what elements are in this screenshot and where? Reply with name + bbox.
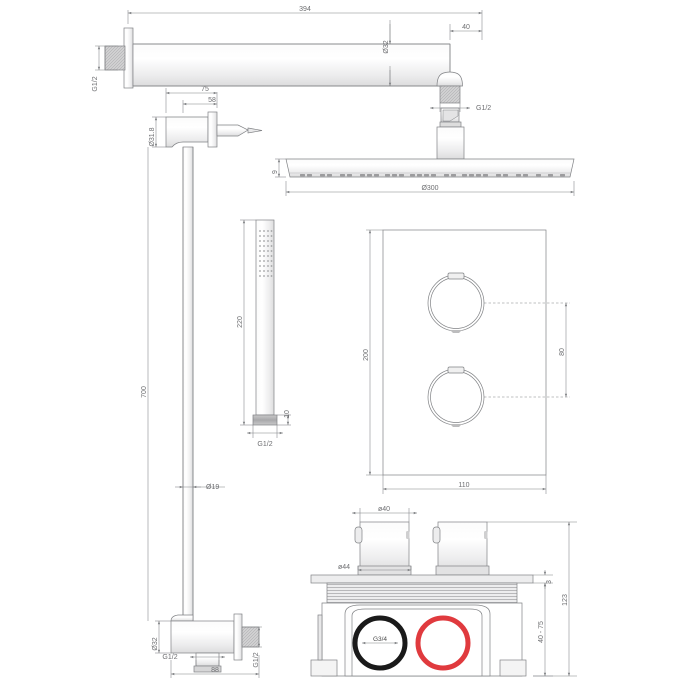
trim-plate-view — [382, 229, 547, 476]
bottom-elbow-flange — [233, 613, 243, 661]
dim-valve-height: 123 — [562, 594, 569, 606]
valve-side-rib — [317, 614, 323, 661]
valve-spindle-left — [359, 521, 410, 573]
dim-knob-spacing: 80 — [559, 348, 566, 356]
trim-plate-body — [382, 229, 547, 476]
shower-head-view — [285, 158, 575, 178]
bottom-elbow-view — [170, 613, 260, 673]
bottom-elbow-outlet-ring — [193, 665, 222, 673]
arm-tube — [132, 43, 451, 87]
bottom-elbow-outlet — [195, 652, 220, 667]
valve-ribbed-section — [326, 582, 518, 604]
hand-shower-view — [252, 219, 278, 426]
dim-inlet-thread: G3/4 — [373, 636, 387, 643]
hand-shower-face — [259, 230, 273, 277]
inlet-port-cold — [352, 615, 408, 671]
arm-connector-ring — [439, 121, 462, 128]
hand-shower-handle — [255, 219, 275, 416]
dim-collar-dia: ø44 — [338, 564, 350, 571]
dim-bottom-outlet-thread: G1/2 — [162, 654, 177, 661]
dim-plate-thickness: 3 — [546, 580, 553, 584]
dim-holder-projection: 75 — [201, 86, 209, 93]
dim-riser-height: 700 — [141, 386, 148, 398]
holder-flange — [207, 111, 218, 148]
valve-spindle-right — [437, 521, 488, 573]
dim-arm-tube-dia: Ø32 — [383, 40, 390, 53]
dim-knob-dia: ø40 — [378, 506, 390, 513]
dim-arm-drop: 40 — [462, 24, 470, 31]
valve-spindle-right-key — [432, 526, 441, 544]
valve-spindle-left-key — [354, 526, 363, 544]
dim-plate-height: 200 — [363, 349, 370, 361]
valve-bracket-right — [499, 659, 527, 677]
shower-arm-view — [104, 27, 465, 160]
dim-head-diameter: Ø300 — [421, 185, 438, 192]
bottom-elbow-wall-thread — [241, 626, 260, 648]
dim-install-depth: 40 - 75 — [538, 621, 545, 643]
arm-elbow — [436, 71, 463, 87]
dim-plate-width: 110 — [458, 482, 469, 489]
valve-bracket-left — [310, 659, 338, 677]
valve-collar-right — [435, 565, 490, 576]
valve-mount-plate — [310, 574, 534, 584]
dim-holder-inner: 58 — [208, 97, 216, 104]
riser-tube — [182, 146, 194, 622]
valve-collar-left — [357, 565, 412, 576]
dim-arm-length: 394 — [299, 6, 311, 13]
dim-head-thread: G1/2 — [476, 105, 491, 112]
dim-bottom-elbow-dia: Ø32 — [152, 637, 159, 650]
temperature-knob — [427, 272, 485, 333]
dimension-lines — [95, 10, 577, 678]
shower-head-nozzles — [300, 174, 565, 177]
dim-holder-dia: Ø31.8 — [149, 127, 156, 146]
dim-handshower-length: 220 — [237, 316, 244, 328]
holder-cone — [216, 124, 249, 137]
dim-head-thickness: 9 — [272, 170, 279, 174]
dim-handshower-cone: 10 — [284, 410, 291, 418]
dimension-labels: 394 40 Ø32 G1/2 G1/2 9 Ø300 75 58 Ø31.8 … — [92, 6, 569, 674]
head-stem — [436, 126, 465, 160]
inlet-port-hot — [415, 615, 471, 671]
shower-head-body — [285, 158, 575, 178]
bottom-elbow-body — [170, 620, 235, 654]
dim-wall-thread-top: G1/2 — [92, 76, 99, 91]
hand-shower-thread — [252, 414, 278, 426]
hand-shower-holder-view — [165, 111, 263, 148]
dim-handshower-thread: G1/2 — [257, 441, 272, 448]
valve-body-view — [310, 521, 534, 677]
dim-bottom-wall-thread: G1/2 — [253, 652, 260, 667]
arm-thread-g12 — [439, 85, 461, 104]
holder-body — [165, 116, 209, 148]
riser-pipe-view — [182, 146, 194, 622]
wall-thread-stub — [104, 45, 126, 71]
holder-tip — [247, 127, 263, 134]
dim-riser-dia: Ø19 — [206, 484, 219, 491]
dim-bottom-width: 88 — [211, 667, 219, 674]
